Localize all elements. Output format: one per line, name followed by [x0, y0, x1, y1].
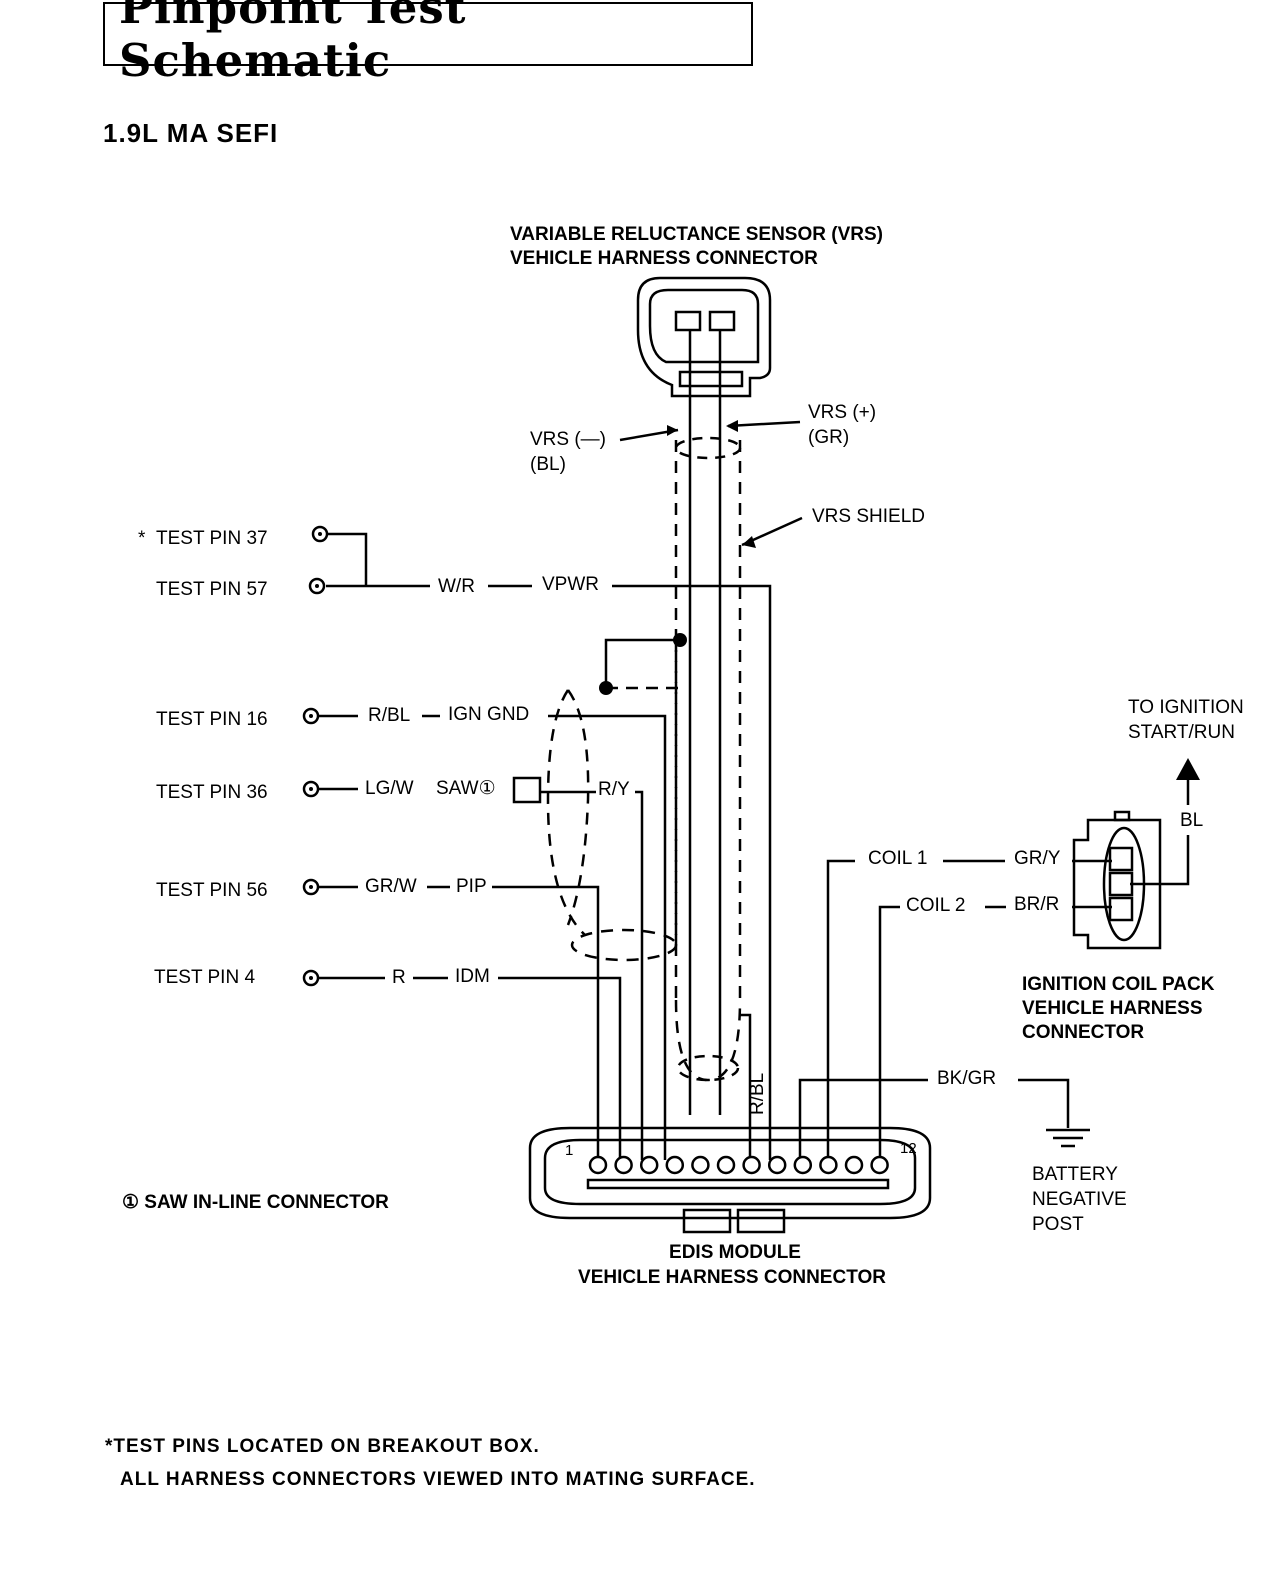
coil-pack-title-line3: CONNECTOR: [1022, 1022, 1144, 1043]
coil-pack-connector: [1072, 810, 1162, 950]
coil-pack-title-line2: VEHICLE HARNESS: [1022, 998, 1203, 1019]
ground-label-line1: BATTERY: [1032, 1164, 1118, 1185]
edis-pin-11: [844, 1155, 864, 1175]
r-bl-wire-label: R/BL: [747, 1073, 768, 1115]
ground-label-line2: NEGATIVE: [1032, 1189, 1127, 1210]
test-pin-36-signal: SAW①: [436, 778, 496, 799]
vrs-shield: [674, 440, 742, 1082]
test-pin-57-signal: VPWR: [542, 574, 599, 595]
test-pin-4-wire: R: [392, 967, 406, 988]
test-pin-36-wire: LG/W: [365, 778, 414, 799]
test-pin-4-label: TEST PIN 4: [154, 967, 255, 988]
bl-wire-label: BL: [1180, 810, 1203, 831]
test-pin-16-label: TEST PIN 16: [156, 709, 268, 730]
edis-title-line1: EDIS MODULE: [669, 1242, 801, 1263]
to-ignition-line2: START/RUN: [1128, 722, 1235, 743]
vrs-plus-color: (GR): [808, 427, 849, 448]
edis-pin-2: [614, 1155, 633, 1175]
edis-pin-12: [870, 1155, 889, 1175]
edis-pin-8: [767, 1155, 787, 1175]
bk-gr-wire-label: BK/GR: [937, 1068, 996, 1089]
edis-pin-1: [588, 1155, 608, 1175]
edis-pin-12-label: 12: [900, 1140, 917, 1157]
edis-pin-9: [793, 1155, 813, 1175]
coil-1-wire: GR/Y: [1014, 848, 1061, 869]
test-pin-57-wire: W/R: [438, 576, 475, 597]
vrs-minus-color: (BL): [530, 454, 566, 475]
test-pin-57-label: TEST PIN 57: [156, 579, 268, 600]
vrs-shield-label: VRS SHIELD: [812, 506, 925, 527]
coil-2-wire: BR/R: [1014, 894, 1059, 915]
engine-subtitle: 1.9L MA SEFI: [103, 118, 279, 148]
test-pin-37-marker: *: [138, 528, 146, 549]
r-y-wire-label: R/Y: [598, 779, 630, 800]
test-pin-56-label: TEST PIN 56: [156, 880, 268, 901]
test-pin-36-label: TEST PIN 36: [156, 782, 268, 803]
test-pin-16-wire: R/BL: [368, 705, 410, 726]
footnote-connectors: ALL HARNESS CONNECTORS VIEWED INTO MATIN…: [120, 1469, 756, 1490]
edis-pin-10: [819, 1155, 838, 1175]
test-pin-4-signal: IDM: [455, 966, 490, 987]
coil-pack-title-line1: IGNITION COIL PACK: [1022, 974, 1215, 995]
coil-2-label: COIL 2: [906, 895, 966, 916]
test-pin-56-signal: PIP: [456, 876, 487, 897]
to-ignition-line1: TO IGNITION: [1128, 697, 1244, 718]
vrs-title-line2: VEHICLE HARNESS CONNECTOR: [510, 248, 818, 269]
edis-pin-1-label: 1: [565, 1142, 573, 1159]
edis-pin-5: [691, 1155, 710, 1175]
vrs-title-line1: VARIABLE RELUCTANCE SENSOR (VRS): [510, 224, 883, 245]
footnote-test-pins: *TEST PINS LOCATED ON BREAKOUT BOX.: [105, 1436, 540, 1457]
edis-title-line2: VEHICLE HARNESS CONNECTOR: [578, 1267, 886, 1288]
test-pin-16-signal: IGN GND: [448, 704, 529, 725]
saw-inline-note: ① SAW IN-LINE CONNECTOR: [122, 1192, 389, 1213]
vrs-minus-label: VRS (—): [530, 429, 606, 450]
vrs-plus-label: VRS (+): [808, 402, 876, 423]
edis-pin-3: [639, 1155, 659, 1175]
ground-label-line3: POST: [1032, 1214, 1084, 1235]
test-pin-37-label: TEST PIN 37: [156, 528, 268, 549]
edis-pin-4: [665, 1155, 685, 1175]
test-pin-56-wire: GR/W: [365, 876, 417, 897]
vrs-connector: [636, 276, 772, 398]
coil-1-label: COIL 1: [868, 848, 928, 869]
edis-pin-6: [716, 1155, 736, 1175]
edis-pin-7: [742, 1155, 761, 1175]
edis-connector: [528, 1126, 932, 1234]
